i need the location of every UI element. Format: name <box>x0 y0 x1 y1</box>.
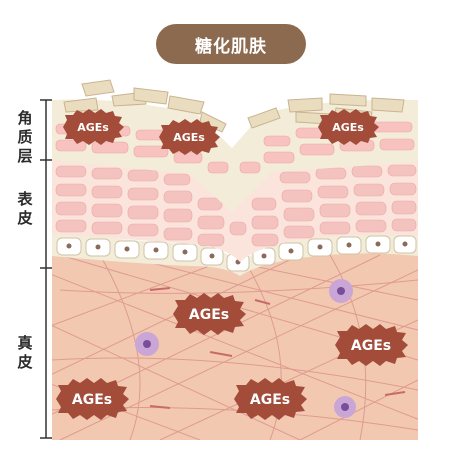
ages-badge: AGEs <box>56 378 129 420</box>
layer-bracket <box>40 99 52 439</box>
label-dermis: 真 皮 <box>17 334 33 371</box>
basal-cells <box>56 235 417 272</box>
ages-badge: AGEs <box>335 324 408 366</box>
ages-label: AGEs <box>72 392 112 408</box>
ages-label: AGEs <box>77 121 109 134</box>
dermis-strokes <box>149 287 406 409</box>
title-badge: 糖化肌肤 <box>156 24 306 64</box>
ages-badges: AGEs AGEs AGEs AGEs AGEs AGEs AGEs <box>56 109 408 420</box>
epidermis-cells <box>55 164 417 247</box>
ages-label: AGEs <box>351 338 391 354</box>
ages-badge: AGEs <box>63 109 124 145</box>
ages-label: AGEs <box>250 392 290 408</box>
epidermis-layer <box>52 158 418 262</box>
ages-badge: AGEs <box>318 109 379 145</box>
ages-label: AGEs <box>173 131 205 144</box>
title-text: 糖化肌肤 <box>195 36 267 57</box>
ages-badge: AGEs <box>234 378 307 420</box>
label-stratum-corneum: 角 质 层 <box>17 109 33 165</box>
ages-label: AGEs <box>332 121 364 134</box>
ages-label: AGEs <box>189 307 229 323</box>
fibroblast-cells <box>135 279 356 418</box>
ages-badge: AGEs <box>173 293 246 335</box>
ages-badge: AGEs <box>159 119 220 155</box>
basal-layer <box>52 231 418 276</box>
label-epidermis: 表 皮 <box>17 190 33 227</box>
dermis-layer <box>52 251 418 440</box>
